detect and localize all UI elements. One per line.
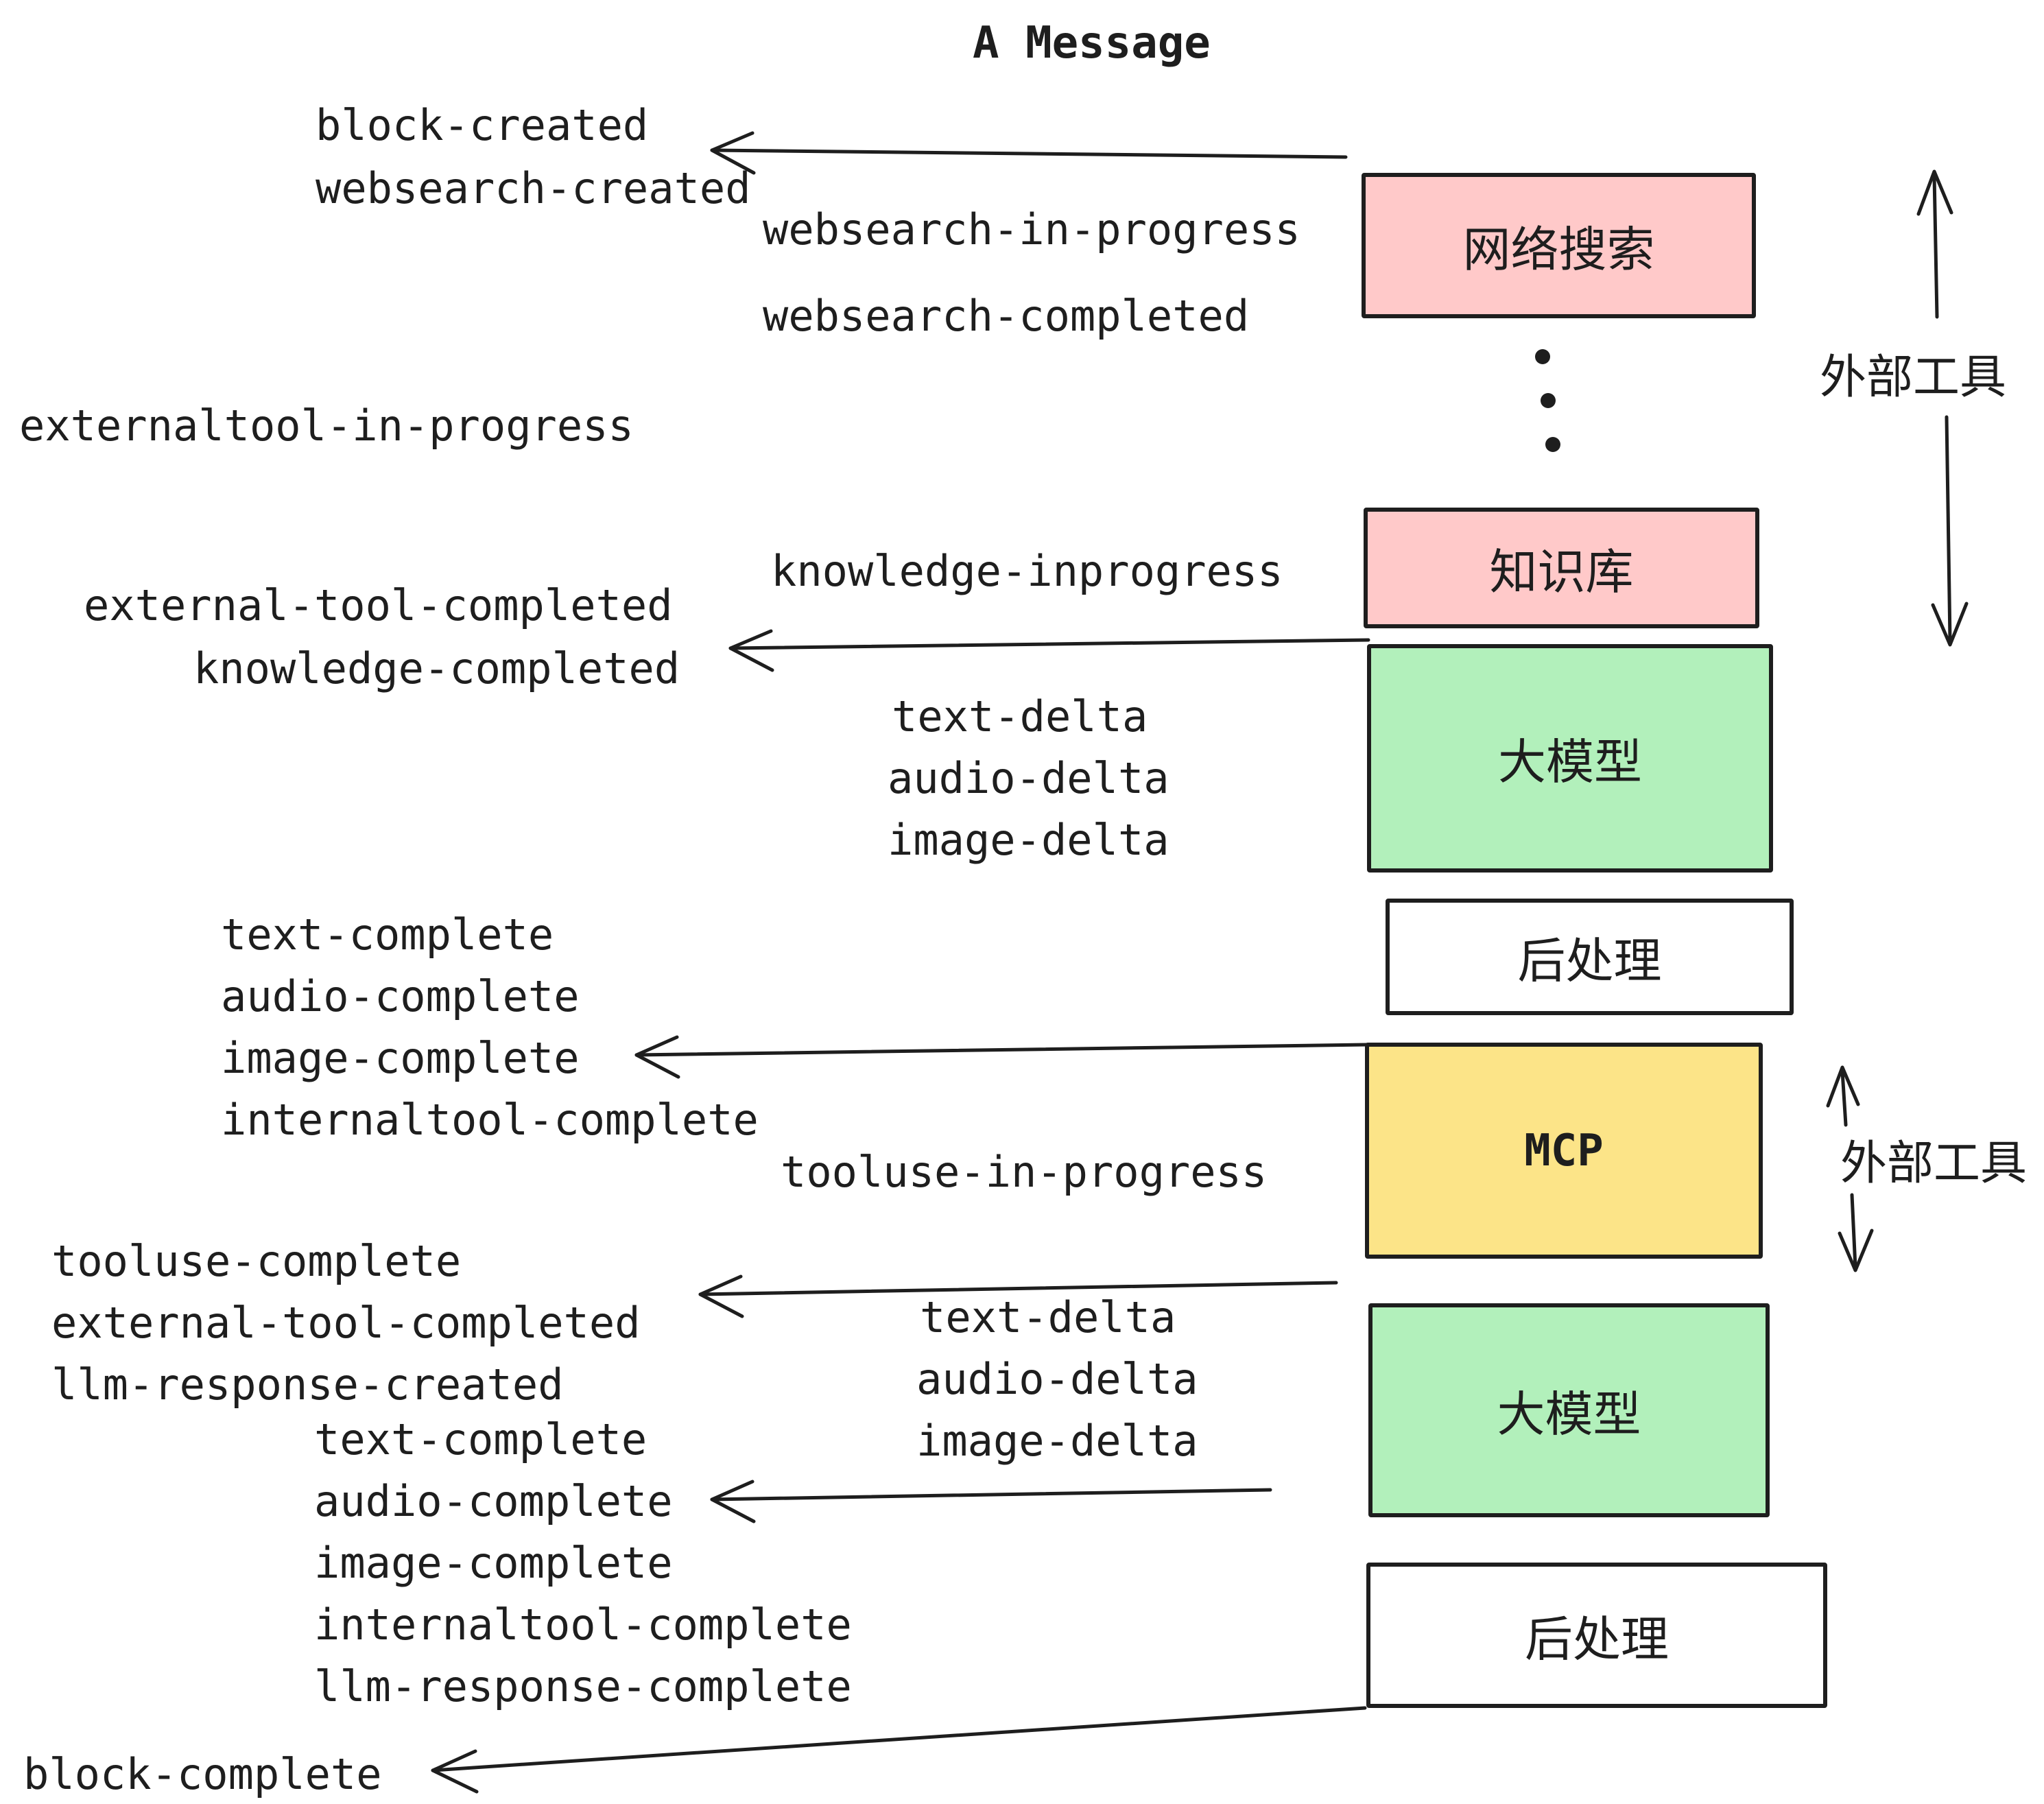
external-tools-down-arrow-2 xyxy=(1838,1193,1874,1272)
box-postprocess-2-label: 后处理 xyxy=(1525,1612,1669,1666)
event-image-delta-2: image-delta xyxy=(916,1416,1198,1466)
event-audio-complete-2: audio-complete xyxy=(314,1476,673,1526)
event-text-delta-2: text-delta xyxy=(920,1292,1176,1342)
arrow-to-audio-complete xyxy=(710,1480,1272,1523)
box-mcp: MCP xyxy=(1365,1043,1763,1259)
box-postprocess-2: 后处理 xyxy=(1366,1563,1827,1708)
arrow-to-tooluse-complete xyxy=(698,1274,1338,1318)
event-knowledge-inprogress: knowledge-inprogress xyxy=(771,546,1283,596)
event-externaltool-in-progress: externaltool-in-progress xyxy=(19,401,634,451)
event-websearch-in-progress: websearch-in-progress xyxy=(763,204,1300,254)
event-external-tool-completed-2: external-tool-completed xyxy=(51,1298,641,1348)
event-text-complete-1: text-complete xyxy=(221,910,554,960)
box-websearch: 网络搜索 xyxy=(1362,173,1756,318)
event-block-complete: block-complete xyxy=(23,1749,382,1799)
box-mcp-label: MCP xyxy=(1524,1125,1604,1176)
event-llm-response-complete: llm-response-complete xyxy=(314,1661,852,1711)
event-image-delta-1: image-delta xyxy=(888,815,1169,865)
event-audio-delta-1: audio-delta xyxy=(888,753,1169,803)
event-block-created: block-created xyxy=(316,100,649,150)
event-llm-response-created: llm-response-created xyxy=(51,1360,564,1410)
arrow-to-knowledge-completed xyxy=(728,629,1370,672)
box-knowledge-label: 知识库 xyxy=(1489,545,1634,599)
box-postprocess-1: 后处理 xyxy=(1386,899,1794,1015)
box-postprocess-1-label: 后处理 xyxy=(1517,934,1662,988)
page-title: A Message xyxy=(973,18,1211,69)
annotation-external-tools-1: 外部工具 xyxy=(1820,351,2007,403)
event-tooluse-complete: tooluse-complete xyxy=(51,1236,462,1286)
arrow-websearch-to-block-created xyxy=(710,131,1348,175)
event-image-complete-2: image-complete xyxy=(314,1538,673,1588)
event-internaltool-complete-2: internaltool-complete xyxy=(314,1600,852,1650)
event-text-delta-1: text-delta xyxy=(892,691,1148,741)
event-websearch-created: websearch-created xyxy=(316,163,751,213)
box-llm-1: 大模型 xyxy=(1367,644,1773,873)
event-audio-complete-1: audio-complete xyxy=(221,971,580,1021)
annotation-external-tools-2: 外部工具 xyxy=(1840,1137,2028,1189)
box-llm-2: 大模型 xyxy=(1368,1303,1770,1517)
box-websearch-label: 网络搜索 xyxy=(1462,222,1655,276)
arrow-to-image-complete xyxy=(634,1035,1368,1079)
event-internaltool-complete-1: internaltool-complete xyxy=(221,1095,759,1145)
arrow-to-block-complete xyxy=(431,1706,1367,1794)
event-websearch-completed: websearch-completed xyxy=(763,291,1250,341)
event-text-complete-2: text-complete xyxy=(314,1414,647,1464)
event-audio-delta-2: audio-delta xyxy=(916,1354,1198,1404)
external-tools-down-arrow-1 xyxy=(1931,415,1969,647)
event-external-tool-completed-1: external-tool-completed xyxy=(84,580,673,630)
external-tools-up-arrow-2 xyxy=(1826,1065,1860,1127)
event-tooluse-in-progress: tooluse-in-progress xyxy=(781,1147,1268,1197)
box-llm-1-label: 大模型 xyxy=(1498,735,1642,789)
event-knowledge-completed: knowledge-completed xyxy=(193,643,680,693)
ellipsis-dots-icon xyxy=(1535,349,1560,452)
event-image-complete-1: image-complete xyxy=(221,1033,580,1083)
box-llm-2-label: 大模型 xyxy=(1497,1387,1641,1441)
box-knowledge: 知识库 xyxy=(1364,508,1759,628)
external-tools-up-arrow-1 xyxy=(1916,169,1953,319)
